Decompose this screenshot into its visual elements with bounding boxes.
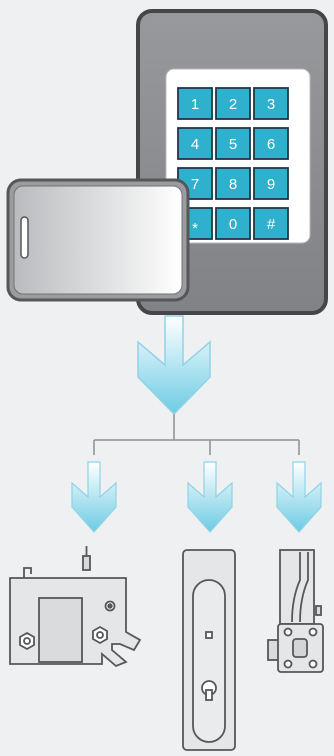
keypad-key-9: 9 — [253, 167, 289, 200]
small-arrow-left-icon — [71, 461, 117, 533]
keypad-key-label: 8 — [229, 176, 237, 193]
keypad-key-4: 4 — [177, 127, 213, 160]
keypad-key-label: * — [192, 220, 198, 237]
keypad-key-label: 3 — [267, 96, 275, 113]
keypad-key-label: # — [267, 216, 276, 233]
keypad-key-1: 1 — [177, 87, 213, 120]
small-arrow-right-icon — [276, 461, 322, 533]
keypad-key-2: 2 — [215, 87, 251, 120]
keypad-key-label: 2 — [229, 96, 237, 113]
small-arrow-middle-icon — [187, 461, 233, 533]
keypad-key-label: 4 — [191, 136, 199, 153]
keypad-key-label: 1 — [191, 96, 199, 113]
handle-lock-icon — [182, 549, 236, 751]
keypad-key-5: 5 — [215, 127, 251, 160]
keypad-key-8: 8 — [215, 167, 251, 200]
keypad-key-3: 3 — [253, 87, 289, 120]
keypad-key-hash: # — [253, 207, 289, 240]
keypad-key-label: 5 — [229, 136, 237, 153]
rotary-latch-icon — [267, 549, 324, 673]
phone-icon — [6, 178, 190, 302]
cabinet-latch-icon — [9, 546, 142, 668]
keypad-key-6: 6 — [253, 127, 289, 160]
keypad-key-0: 0 — [215, 207, 251, 240]
keypad-key-label: 0 — [229, 216, 237, 233]
keypad-key-label: 9 — [267, 176, 275, 193]
keypad-grid: 1 2 3 4 5 6 7 8 9 * 0 # — [177, 87, 289, 240]
connector-lines — [93, 414, 300, 455]
main-arrow-icon — [137, 315, 211, 416]
keypad-key-label: 7 — [191, 176, 199, 193]
keypad-key-label: 6 — [267, 136, 275, 153]
